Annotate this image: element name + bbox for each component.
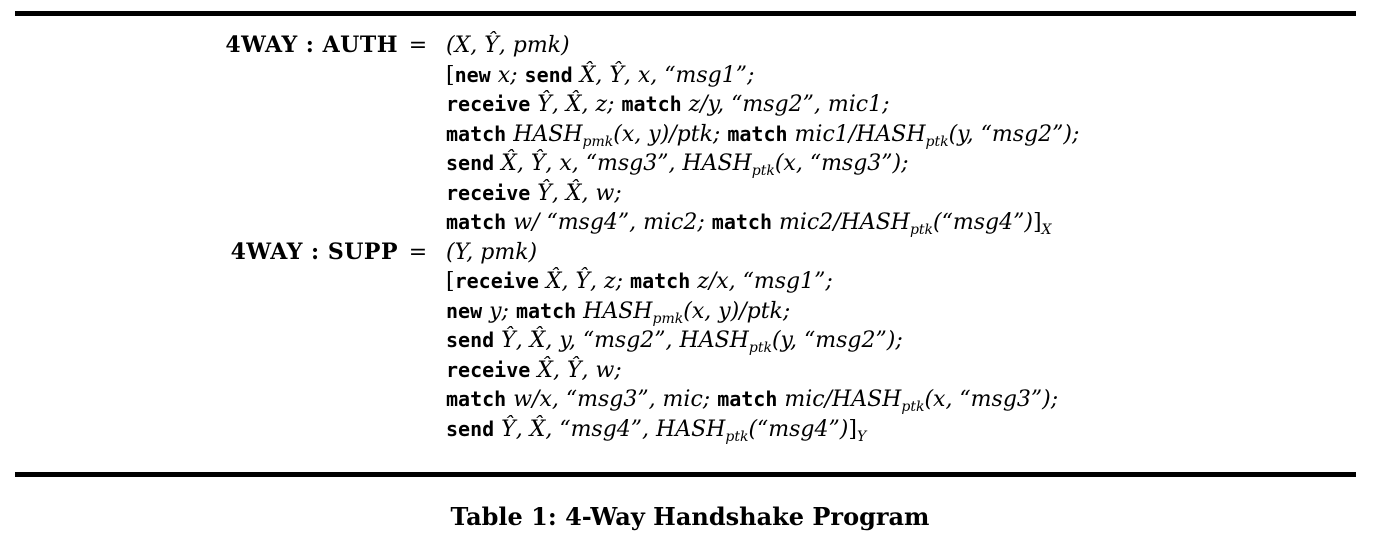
keyword: match [717, 387, 778, 411]
math-expression: X̂, Ŷ, w; [530, 357, 622, 383]
program-line: match HASHpmk(x, y)/ptk; match mic1/HASH… [446, 120, 1380, 150]
bracket: ] [848, 416, 857, 442]
math-expression: y; [482, 298, 516, 324]
keyword: match [630, 269, 691, 293]
subscript: Y [856, 428, 867, 445]
subscript: ptk [925, 133, 949, 150]
program-line: (X, Ŷ, pmk) [446, 31, 1380, 61]
math-expression: HASH [506, 121, 583, 147]
math-expression: X̂, Ŷ, z; [538, 269, 631, 294]
subscript: X [1041, 222, 1052, 238]
math-expression: Ŷ, X̂, y, “msg2”, HASH [494, 328, 749, 353]
math-expression: (“msg4”) [748, 416, 849, 442]
math-expression: (x, “msg3”); [924, 387, 1059, 412]
table-top-rule [15, 11, 1356, 16]
keyword: match [446, 387, 507, 411]
math-expression: Ŷ, X̂, z; [530, 92, 622, 117]
math-expression: z/y, “msg2”, mic1; [681, 92, 890, 117]
program-line: receive Ŷ, X̂, z; match z/y, “msg2”, mi… [446, 90, 1380, 120]
program-line: receive Ŷ, X̂, w; [446, 179, 1380, 209]
math-expression: x; [490, 62, 525, 88]
program-line: match w/ “msg4”, mic2; match mic2/HASHpt… [446, 208, 1380, 238]
subscript: pmk [582, 133, 614, 150]
process-label-supp: 4WAY : SUPP [230, 238, 398, 265]
math-expression: X̂, Ŷ, x, “msg1”; [572, 62, 755, 88]
program-line: new y; match HASHpmk(x, y)/ptk; [446, 297, 1380, 327]
math-expression: (x, y)/ptk; [683, 298, 791, 324]
math-expression: (x, “msg3”); [774, 151, 909, 176]
math-expression: mic2/HASH [772, 210, 910, 235]
math-expression: w/x, “msg3”, mic; [506, 387, 718, 412]
process-label-auth: 4WAY : AUTH [225, 32, 398, 58]
keyword: match [446, 210, 507, 234]
math-expression: X̂, Ŷ, x, “msg3”, HASH [494, 151, 752, 176]
keyword: send [446, 328, 495, 352]
subscript: ptk [725, 428, 749, 445]
process-body-supp: (Y, pmk)[receive X̂, Ŷ, z; match z/x, “… [446, 238, 1380, 445]
keyword: new [446, 298, 483, 323]
math-expression: Ŷ, X̂, “msg4”, HASH [494, 416, 726, 442]
math-expression: (“msg4”) [933, 210, 1033, 235]
math-expression: w/ “msg4”, mic2; [506, 210, 712, 235]
subscript: ptk [901, 399, 925, 415]
math-expression: Ŷ, X̂, w; [530, 180, 622, 206]
equals-sign: = [408, 33, 428, 58]
keyword: match [515, 298, 577, 323]
table-bottom-rule [15, 472, 1356, 477]
subscript: ptk [748, 340, 772, 356]
bracket: ] [1032, 210, 1042, 235]
program-line: send Ŷ, X̂, y, “msg2”, HASHptk(y, “msg2… [446, 326, 1380, 356]
program-line: receive X̂, Ŷ, w; [446, 356, 1380, 386]
process-body-auth: (X, Ŷ, pmk) [new x; send X̂, Ŷ, x, “msg… [446, 31, 1380, 238]
keyword: receive [446, 92, 531, 116]
math-expression: HASH [576, 298, 653, 324]
keyword: receive [446, 357, 531, 382]
subscript: ptk [751, 163, 775, 179]
keyword: receive [446, 180, 531, 205]
subscript: ptk [909, 222, 934, 238]
program-line: (Y, pmk) [446, 238, 1380, 268]
program-row-supp: 4WAY : SUPP = (Y, pmk)[receive X̂, Ŷ, z; … [0, 238, 1380, 445]
math-expression: (y, “msg2”); [771, 328, 903, 353]
keyword: match [711, 210, 772, 234]
math-expression: z/x, “msg1”; [690, 269, 833, 294]
math-expression: (X, Ŷ, pmk) [446, 33, 570, 58]
keyword: send [446, 416, 495, 441]
keyword: send [446, 151, 495, 175]
program-line: [new x; send X̂, Ŷ, x, “msg1”; [446, 61, 1380, 91]
program-line: send X̂, Ŷ, x, “msg3”, HASHptk(x, “msg3… [446, 149, 1380, 179]
program-row-auth: 4WAY : AUTH = (X, Ŷ, pmk) [new x; send X̂,… [0, 31, 1380, 238]
keyword: receive [454, 269, 539, 293]
bracket: [ [446, 269, 455, 294]
keyword: match [446, 121, 507, 146]
program-line: send Ŷ, X̂, “msg4”, HASHptk(“msg4”)]Y [446, 415, 1380, 445]
keyword: match [727, 121, 788, 146]
keyword: new [454, 62, 491, 87]
math-expression: (x, y)/ptk; [613, 121, 728, 147]
math-expression: mic/HASH [777, 387, 902, 412]
subscript: pmk [652, 310, 684, 327]
math-expression: (y, “msg2”); [948, 121, 1080, 147]
program-line: [receive X̂, Ŷ, z; match z/x, “msg1”; [446, 267, 1380, 297]
bracket: [ [446, 62, 455, 88]
keyword: send [524, 62, 573, 87]
math-expression: (Y, pmk) [446, 239, 538, 265]
equals-sign: = [408, 239, 428, 265]
keyword: match [621, 92, 682, 116]
program-table: 4WAY : AUTH=(X, Ŷ, pmk)[new x; send X̂,… [0, 31, 1380, 445]
table-caption: Table 1: 4-Way Handshake Program [450, 502, 930, 531]
math-expression: mic1/HASH [787, 121, 926, 147]
program-line: match w/x, “msg3”, mic; match mic/HASHpt… [446, 385, 1380, 415]
